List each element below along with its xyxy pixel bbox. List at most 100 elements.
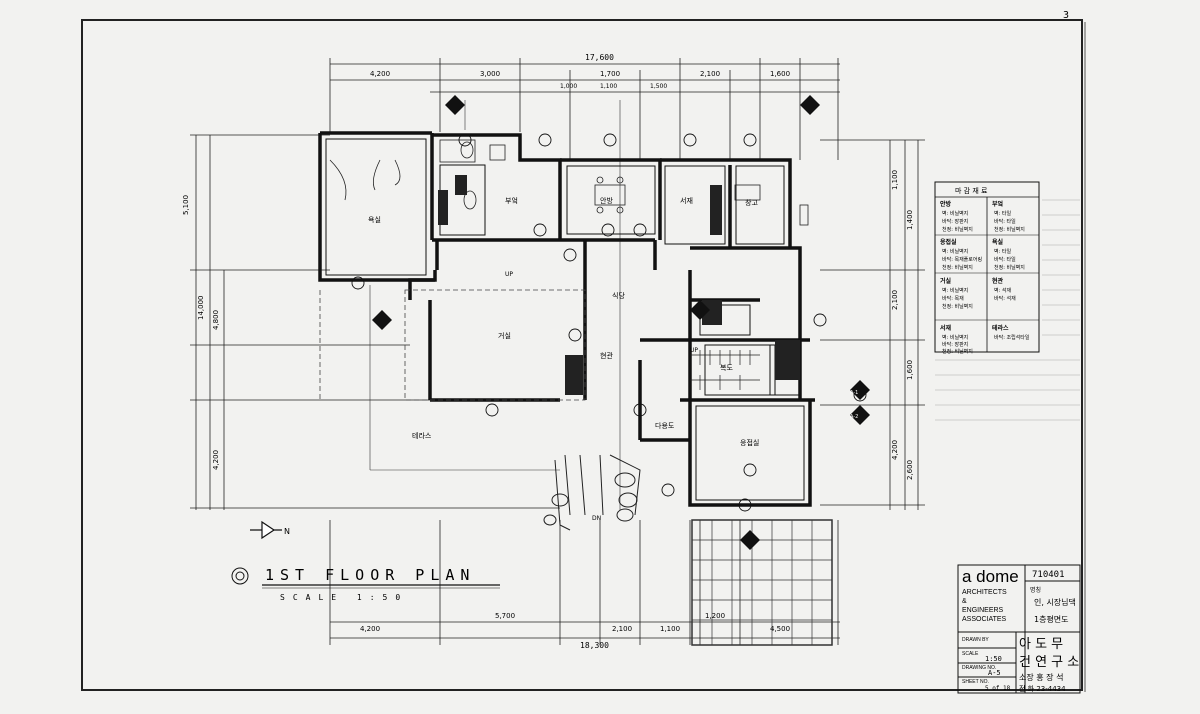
finish-item-2-2: 천정: 비닐벽지 (942, 264, 973, 271)
hidden-lines (319, 289, 586, 401)
room-label-study: 서재 (680, 196, 693, 205)
bottom-dim-1: 4,200 (360, 625, 380, 633)
top-dim-5: 1,600 (770, 70, 790, 78)
left-dim-4: 4,200 (212, 450, 220, 470)
right-dim-2: 1,400 (906, 210, 914, 230)
finish-group-6: 서재 (940, 324, 952, 332)
tag-a1: A-1 (850, 390, 858, 396)
note-up-2: UP (690, 347, 698, 354)
drawing-border (81, 19, 1083, 691)
scale-value: 1:50 (985, 655, 1002, 663)
finish-item-2-0: 벽: 비닐벽지 (942, 248, 968, 255)
office-person: 소장 홍 장 석 (1019, 672, 1063, 682)
right-dim-6: 2,600 (906, 460, 914, 480)
title-block (957, 564, 1081, 694)
section-markers (372, 95, 870, 550)
right-dimension-lines (820, 139, 925, 510)
firm-line-3: ENGINEERS (962, 607, 1004, 614)
finish-group-1: 부엌 (992, 200, 1003, 208)
bottom-dimension-lines (329, 520, 840, 645)
top-dim-6: 1,000 (560, 83, 577, 90)
room-label-hall: 복도 (720, 364, 733, 372)
finish-item-2-1: 바닥: 목재플로어링 (942, 256, 982, 263)
bottom-dim-2: 5,700 (495, 612, 515, 620)
finish-item-1-0: 벽: 타일 (994, 210, 1011, 217)
finish-item-3-2: 천정: 비닐벽지 (994, 264, 1025, 271)
drawing-no-value: A-5 (988, 669, 1001, 677)
right-dim-3: 2,100 (891, 290, 899, 310)
finish-item-6-2: 천정: 비닐벽지 (942, 348, 973, 355)
finish-group-2: 응접실 (940, 238, 957, 246)
firm-line-1: ARCHITECTS (962, 589, 1007, 596)
top-dim-8: 1,500 (650, 83, 667, 90)
left-dim-3: 4,800 (212, 310, 220, 330)
top-dimension-lines (329, 58, 840, 160)
room-label-kitchen: 부엌 (505, 197, 518, 205)
finish-group-3: 욕실 (992, 238, 1004, 246)
project-number: 710401 (1032, 570, 1065, 580)
finish-item-1-2: 천정: 비닐벽지 (994, 226, 1025, 233)
room-tag-circles (351, 133, 867, 512)
room-label-master: 안방 (600, 196, 613, 205)
finish-item-4-0: 벽: 비닐벽지 (942, 287, 968, 294)
entry-steps (543, 454, 641, 531)
top-dim-1: 4,200 (370, 70, 390, 78)
room-label-bath: 욕실 (368, 215, 381, 224)
scale-label: SCALE (962, 651, 979, 657)
sheet-no-value: 5 of 18 (985, 685, 1011, 692)
room-label-parlor: 응접실 (740, 438, 759, 447)
top-dim-4: 2,100 (700, 70, 720, 78)
title-marker (231, 567, 249, 585)
stairs (690, 350, 760, 390)
project-subtitle: 1층평면도 (1034, 614, 1069, 624)
fixtures (329, 139, 809, 226)
top-dim-2: 3,000 (480, 70, 500, 78)
project-name: 인, 시장님댁 (1034, 597, 1076, 607)
finish-group-0: 안방 (940, 200, 952, 208)
finish-table (934, 181, 1080, 421)
finish-item-4-2: 천정: 비닐벽지 (942, 303, 973, 310)
office-tel: 전 화 23-4434 (1019, 684, 1066, 693)
note-up-1: UP (505, 271, 513, 278)
bottom-dim-4: 1,100 (660, 625, 680, 633)
room-label-terrace: 테라스 (412, 431, 432, 440)
reference-lines (369, 100, 621, 510)
bottom-dim-3: 2,100 (612, 625, 632, 633)
room-label-dining: 식당 (612, 291, 625, 300)
wall-outlines (325, 138, 805, 501)
firm-line-2: & (962, 598, 967, 605)
left-dimension-lines (190, 134, 560, 510)
finish-table-title: 마 감 재 료 (955, 186, 988, 195)
top-dim-3: 1,700 (600, 70, 620, 78)
overall-bottom-dim: 18,300 (580, 641, 609, 650)
finish-item-7-0: 바닥: 조립석타일 (994, 334, 1030, 341)
finish-item-6-1: 바닥: 장판지 (942, 341, 968, 348)
drawn-by-label: DRAWN BY (962, 637, 989, 643)
plan-title: 1ST FLOOR PLAN (265, 566, 475, 584)
room-label-utility: 다용도 (655, 421, 675, 430)
finish-item-0-2: 천정: 비닐벽지 (942, 226, 973, 233)
room-label-living: 거실 (498, 331, 511, 340)
plan-scale-note: SCALE 1:50 (280, 593, 408, 602)
left-dim-1: 5,100 (182, 195, 190, 215)
firm-logo: a dome (962, 567, 1019, 586)
right-dim-5: 4,200 (891, 440, 899, 460)
finish-item-0-1: 바닥: 장판지 (942, 218, 968, 225)
terrace-paving (691, 519, 833, 646)
finish-item-5-1: 바닥: 석재 (994, 295, 1016, 302)
finish-group-5: 현관 (992, 277, 1004, 285)
finish-item-4-1: 바닥: 목재 (942, 295, 964, 302)
note-dn: DN (592, 515, 601, 522)
firm-line-4: ASSOCIATES (962, 616, 1007, 623)
tag-a2: A-2 (850, 414, 858, 420)
bottom-dim-5: 1,200 (705, 612, 725, 620)
finish-item-6-0: 벽: 비닐벽지 (942, 334, 968, 341)
drawing-no-label: DRAWING NO. (962, 665, 996, 671)
finish-group-4: 거실 (940, 277, 952, 285)
room-label-entry: 현관 (600, 351, 613, 360)
top-dim-7: 1,100 (600, 83, 617, 90)
bottom-dim-6: 4,500 (770, 625, 790, 633)
left-dim-2: 14,000 (197, 296, 205, 321)
office-name-2: 건 연 구 소 (1019, 655, 1079, 670)
